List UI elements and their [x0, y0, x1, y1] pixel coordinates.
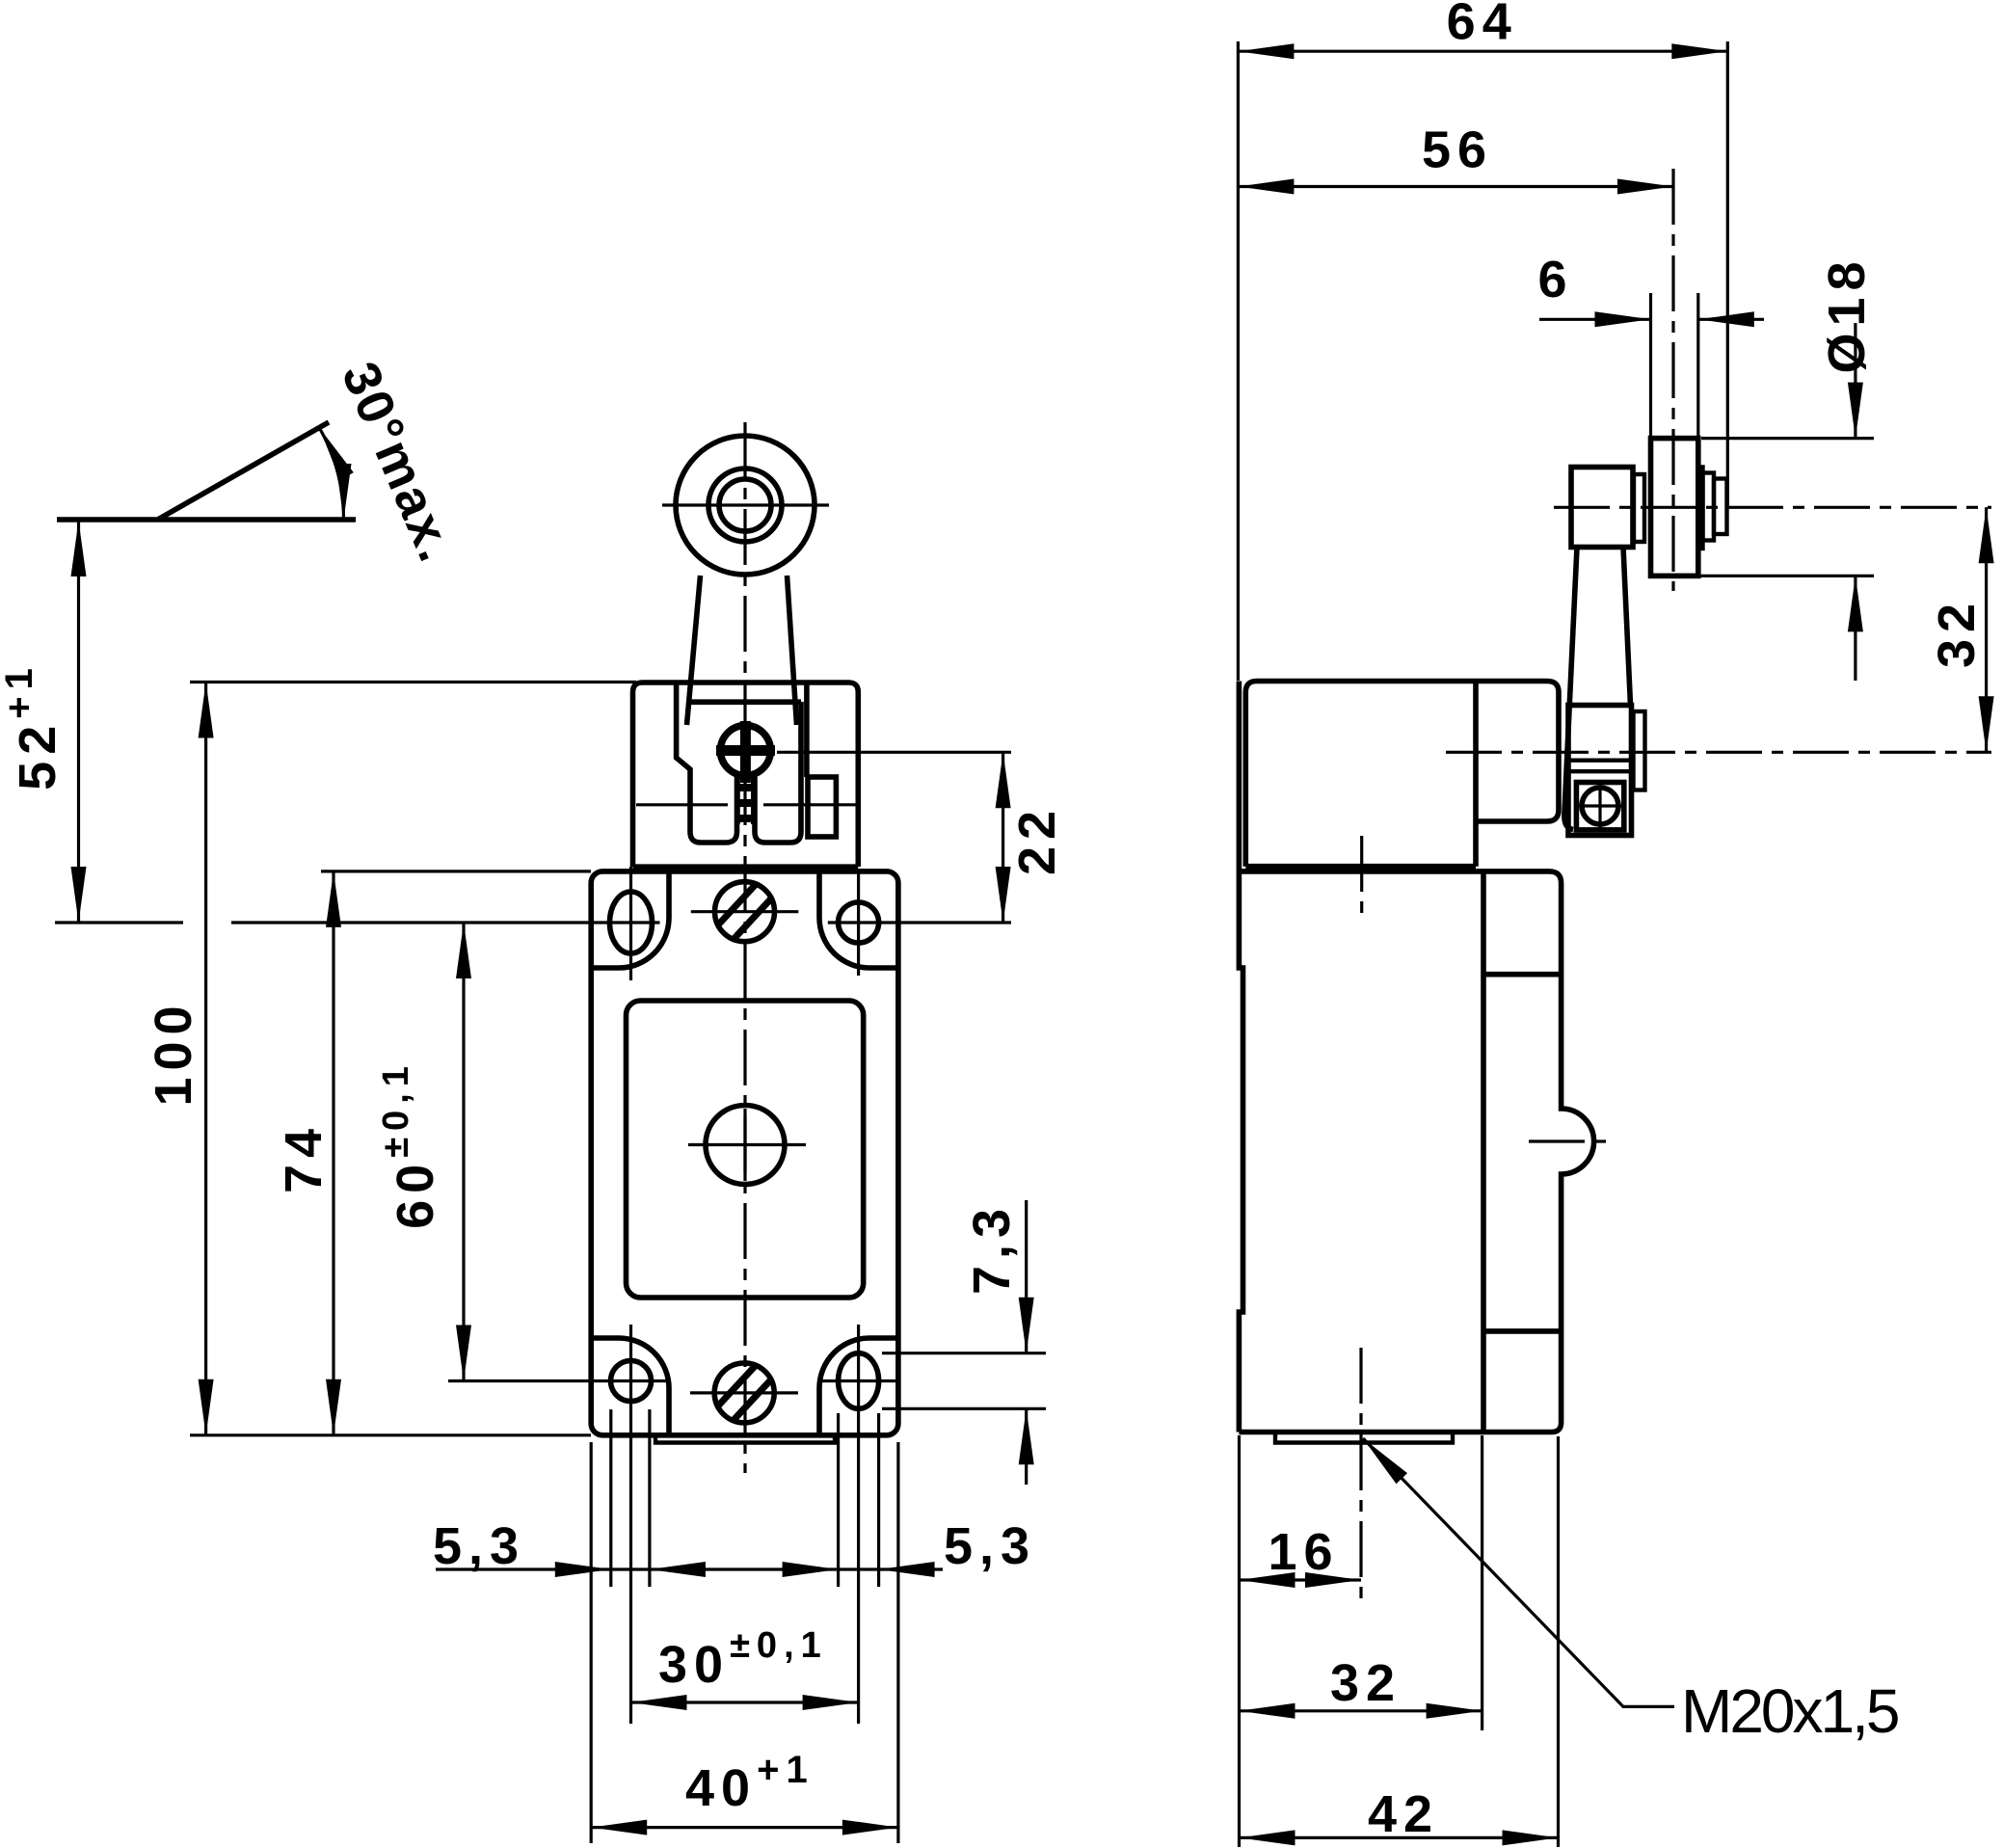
svg-text:32: 32: [1330, 1654, 1402, 1712]
svg-text:6: 6: [1537, 251, 1573, 308]
svg-text:64: 64: [1447, 0, 1518, 50]
svg-text:5,3: 5,3: [944, 1517, 1036, 1575]
svg-text:7,3: 7,3: [963, 1202, 1021, 1295]
svg-text:74: 74: [275, 1122, 333, 1193]
svg-text:16: 16: [1268, 1523, 1339, 1581]
svg-text:Ø18: Ø18: [1818, 254, 1876, 373]
svg-text:30±0,1: 30±0,1: [658, 1625, 828, 1694]
svg-text:32: 32: [1928, 597, 1986, 668]
svg-text:M20x1,5: M20x1,5: [1681, 1676, 1898, 1746]
svg-text:40+1: 40+1: [685, 1749, 815, 1817]
svg-text:56: 56: [1422, 121, 1493, 179]
svg-text:52+1: 52+1: [0, 661, 67, 790]
svg-text:22: 22: [1008, 804, 1066, 875]
svg-text:100: 100: [145, 999, 202, 1106]
svg-text:5,3: 5,3: [433, 1517, 525, 1575]
svg-text:42: 42: [1368, 1785, 1439, 1843]
